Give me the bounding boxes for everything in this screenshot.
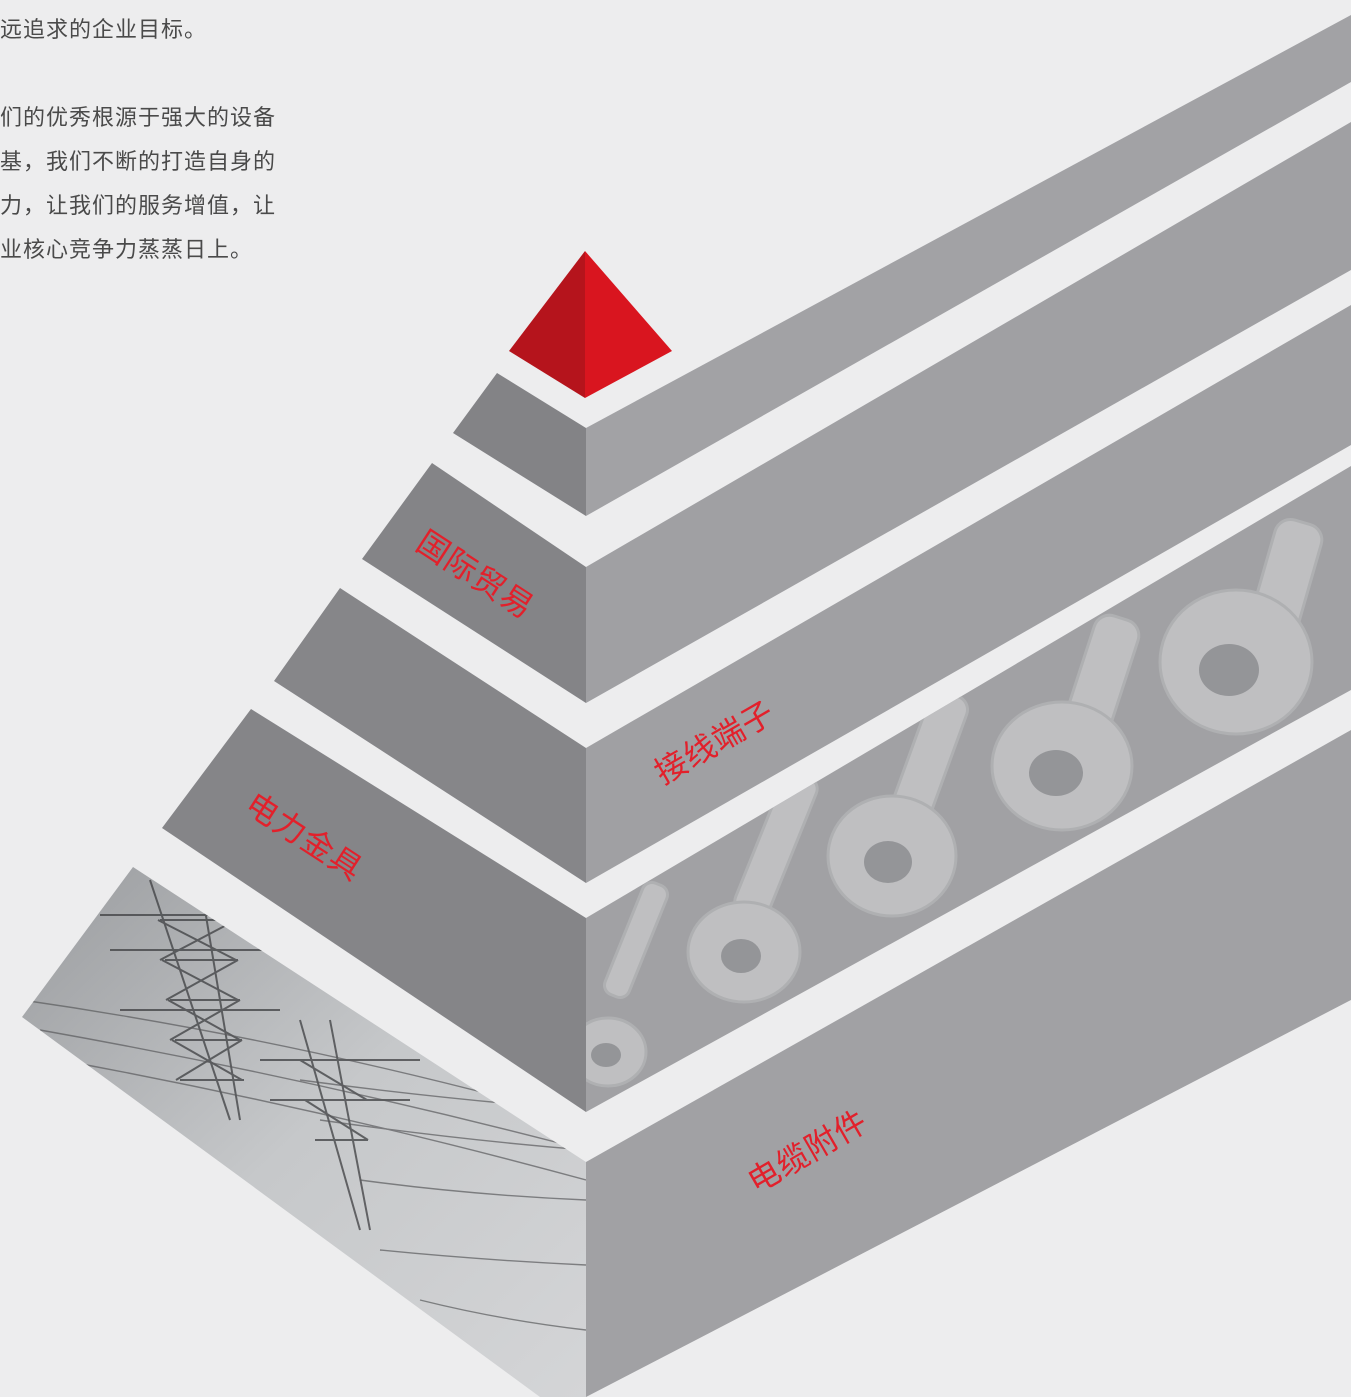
- apex-right-face: [585, 251, 672, 398]
- apex-left-face: [509, 251, 585, 398]
- intro-line: 远追求的企业目标。: [0, 18, 208, 43]
- tier-3-right-face: [586, 305, 1351, 883]
- tier-2-left-face: [362, 463, 586, 703]
- intro-line: 基，我们不断的打造自身的: [0, 150, 277, 175]
- pyramid-tier-2: [362, 122, 1351, 703]
- intro-line: 们的优秀根源于强大的设备: [0, 106, 277, 131]
- intro-line: 业核心竞争力蒸蒸日上。: [0, 238, 254, 263]
- intro-line: 力，让我们的服务增值，让: [0, 194, 277, 219]
- tier-5-left-face: [22, 867, 586, 1397]
- pyramid-apex: [509, 251, 672, 398]
- cable-lug-terminals-photo: [586, 517, 1324, 1088]
- pyramid-tier-4: [162, 466, 1351, 1112]
- tier-1-left-face: [453, 373, 586, 516]
- pyramid-tier-3: [274, 305, 1351, 883]
- tier-5-right-face: [586, 730, 1351, 1397]
- pyramid-tier-1: [453, 15, 1351, 516]
- tier-4-left-face: [162, 709, 586, 1112]
- tier-3-left-face: [274, 588, 586, 883]
- tier-1-right-face: [586, 15, 1351, 516]
- tier-2-right-face: [586, 122, 1351, 703]
- pyramid-tier-5: [22, 730, 1351, 1397]
